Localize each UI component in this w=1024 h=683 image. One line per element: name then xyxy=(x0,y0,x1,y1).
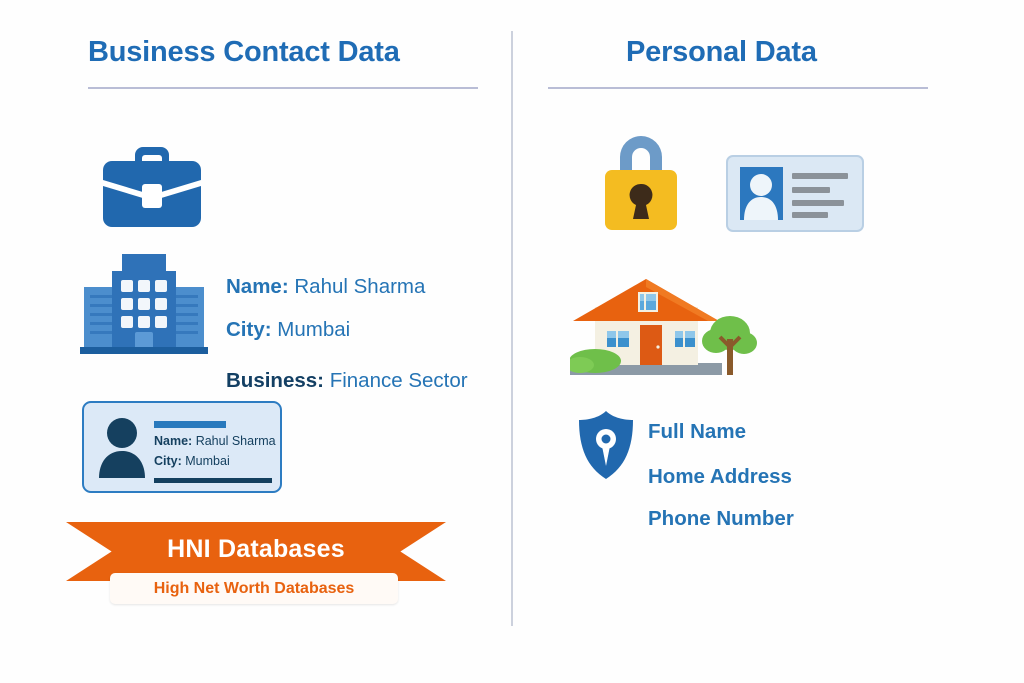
right-column-title: Personal Data xyxy=(626,36,817,68)
hni-banner-subtitle-box: High Net Worth Databases xyxy=(110,573,398,604)
id-card-bottom-bar xyxy=(154,478,272,483)
record-business-label: Business: xyxy=(226,369,324,392)
record-business-value: Finance Sector xyxy=(329,369,468,392)
hni-banner-title: HNI Databases xyxy=(167,535,345,563)
record-name-line: Name: Rahul Sharma xyxy=(226,275,425,299)
id-card-name-value: Rahul Sharma xyxy=(195,434,276,448)
avatar-silhouette-icon xyxy=(96,416,148,480)
left-column-title: Business Contact Data xyxy=(88,36,400,68)
house-icon xyxy=(566,277,758,377)
ribbon-shape xyxy=(66,522,446,581)
shield-location-icon xyxy=(575,409,637,481)
id-card-name-label: Name: xyxy=(154,434,193,448)
office-building-icon xyxy=(79,252,209,355)
record-business-line: Business: Finance Sector xyxy=(226,369,468,393)
record-city-label: City: xyxy=(226,318,272,341)
id-card-name-line: Name: Rahul Sharma xyxy=(154,434,276,448)
record-name-value: Rahul Sharma xyxy=(294,275,426,298)
record-name-label: Name: xyxy=(226,275,289,298)
id-card-city-label: City: xyxy=(154,454,182,468)
column-divider xyxy=(511,31,513,626)
record-city-value: Mumbai xyxy=(277,318,351,341)
id-badge-icon xyxy=(726,155,864,232)
personal-field-home-address: Home Address xyxy=(648,465,792,488)
left-title-underline xyxy=(88,87,478,89)
briefcase-icon xyxy=(97,133,207,233)
padlock-icon xyxy=(600,130,682,234)
id-card-top-bar xyxy=(154,421,226,428)
record-city-line: City: Mumbai xyxy=(226,318,350,342)
personal-field-phone-number: Phone Number xyxy=(648,507,794,530)
hni-banner-subtitle: High Net Worth Databases xyxy=(153,579,355,597)
hni-databases-banner: HNI Databases xyxy=(66,522,446,581)
id-card-city-value: Mumbai xyxy=(185,454,230,468)
right-title-underline xyxy=(548,87,928,89)
id-card-city-line: City: Mumbai xyxy=(154,454,230,468)
personal-field-full-name: Full Name xyxy=(648,420,746,443)
id-card-icon: Name: Rahul Sharma City: Mumbai xyxy=(82,401,282,493)
